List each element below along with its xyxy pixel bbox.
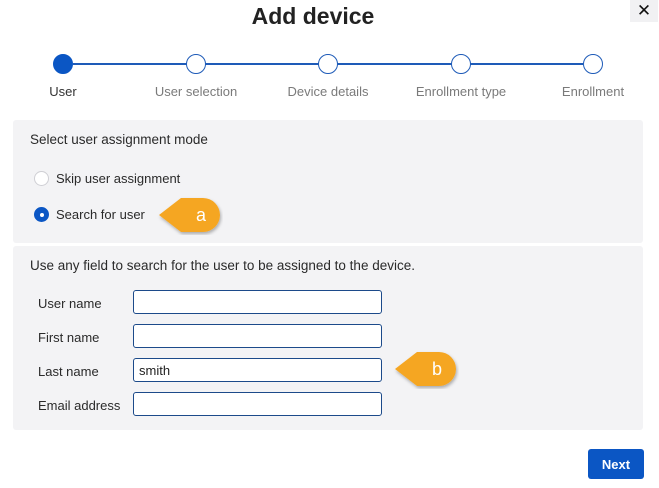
dialog-title: Add device [251, 3, 375, 29]
user-name-input[interactable] [133, 290, 382, 314]
skip-user-assignment-label: Skip user assignment [56, 171, 181, 186]
step-dot-user-selection [186, 54, 206, 74]
skip-user-assignment-option[interactable]: Skip user assignment [34, 171, 180, 186]
callout-a-label: a [195, 204, 206, 225]
last-name-label: Last name [38, 364, 99, 379]
callout-b-label: b [431, 358, 442, 379]
step-label-device-details: Device details [287, 84, 369, 99]
callout-a-shape [159, 198, 220, 232]
email-address-label: Email address [38, 398, 121, 413]
step-dot-device-details [318, 54, 338, 74]
step-label-user-selection: User selection [154, 84, 238, 99]
first-name-label: First name [38, 330, 100, 345]
step-label-user: User [49, 84, 77, 99]
step-dot-user [53, 54, 73, 74]
callout-a: a [157, 195, 223, 235]
callout-b-shape [395, 352, 456, 386]
step-label-enrollment-type: Enrollment type [415, 84, 507, 99]
assignment-mode-panel: Select user assignment mode Skip user as… [13, 120, 643, 243]
user-search-panel: Use any field to search for the user to … [13, 246, 643, 430]
last-name-input[interactable] [133, 358, 382, 382]
email-address-input[interactable] [133, 392, 382, 416]
step-dot-enrollment-type [451, 54, 471, 74]
assignment-mode-heading: Select user assignment mode [30, 132, 208, 147]
search-for-user-label: Search for user [56, 207, 145, 222]
close-button[interactable]: ✕ [630, 0, 658, 22]
user-search-heading: Use any field to search for the user to … [30, 258, 415, 273]
next-button[interactable]: Next [588, 449, 644, 479]
user-name-label: User name [38, 296, 102, 311]
search-for-user-radio[interactable] [34, 207, 49, 222]
close-icon: ✕ [636, 1, 652, 20]
search-for-user-option[interactable]: Search for user [34, 207, 145, 222]
step-dot-enrollment [583, 54, 603, 74]
first-name-input[interactable] [133, 324, 382, 348]
step-label-enrollment: Enrollment [561, 84, 625, 99]
skip-user-assignment-radio[interactable] [34, 171, 49, 186]
callout-b: b [393, 349, 459, 389]
